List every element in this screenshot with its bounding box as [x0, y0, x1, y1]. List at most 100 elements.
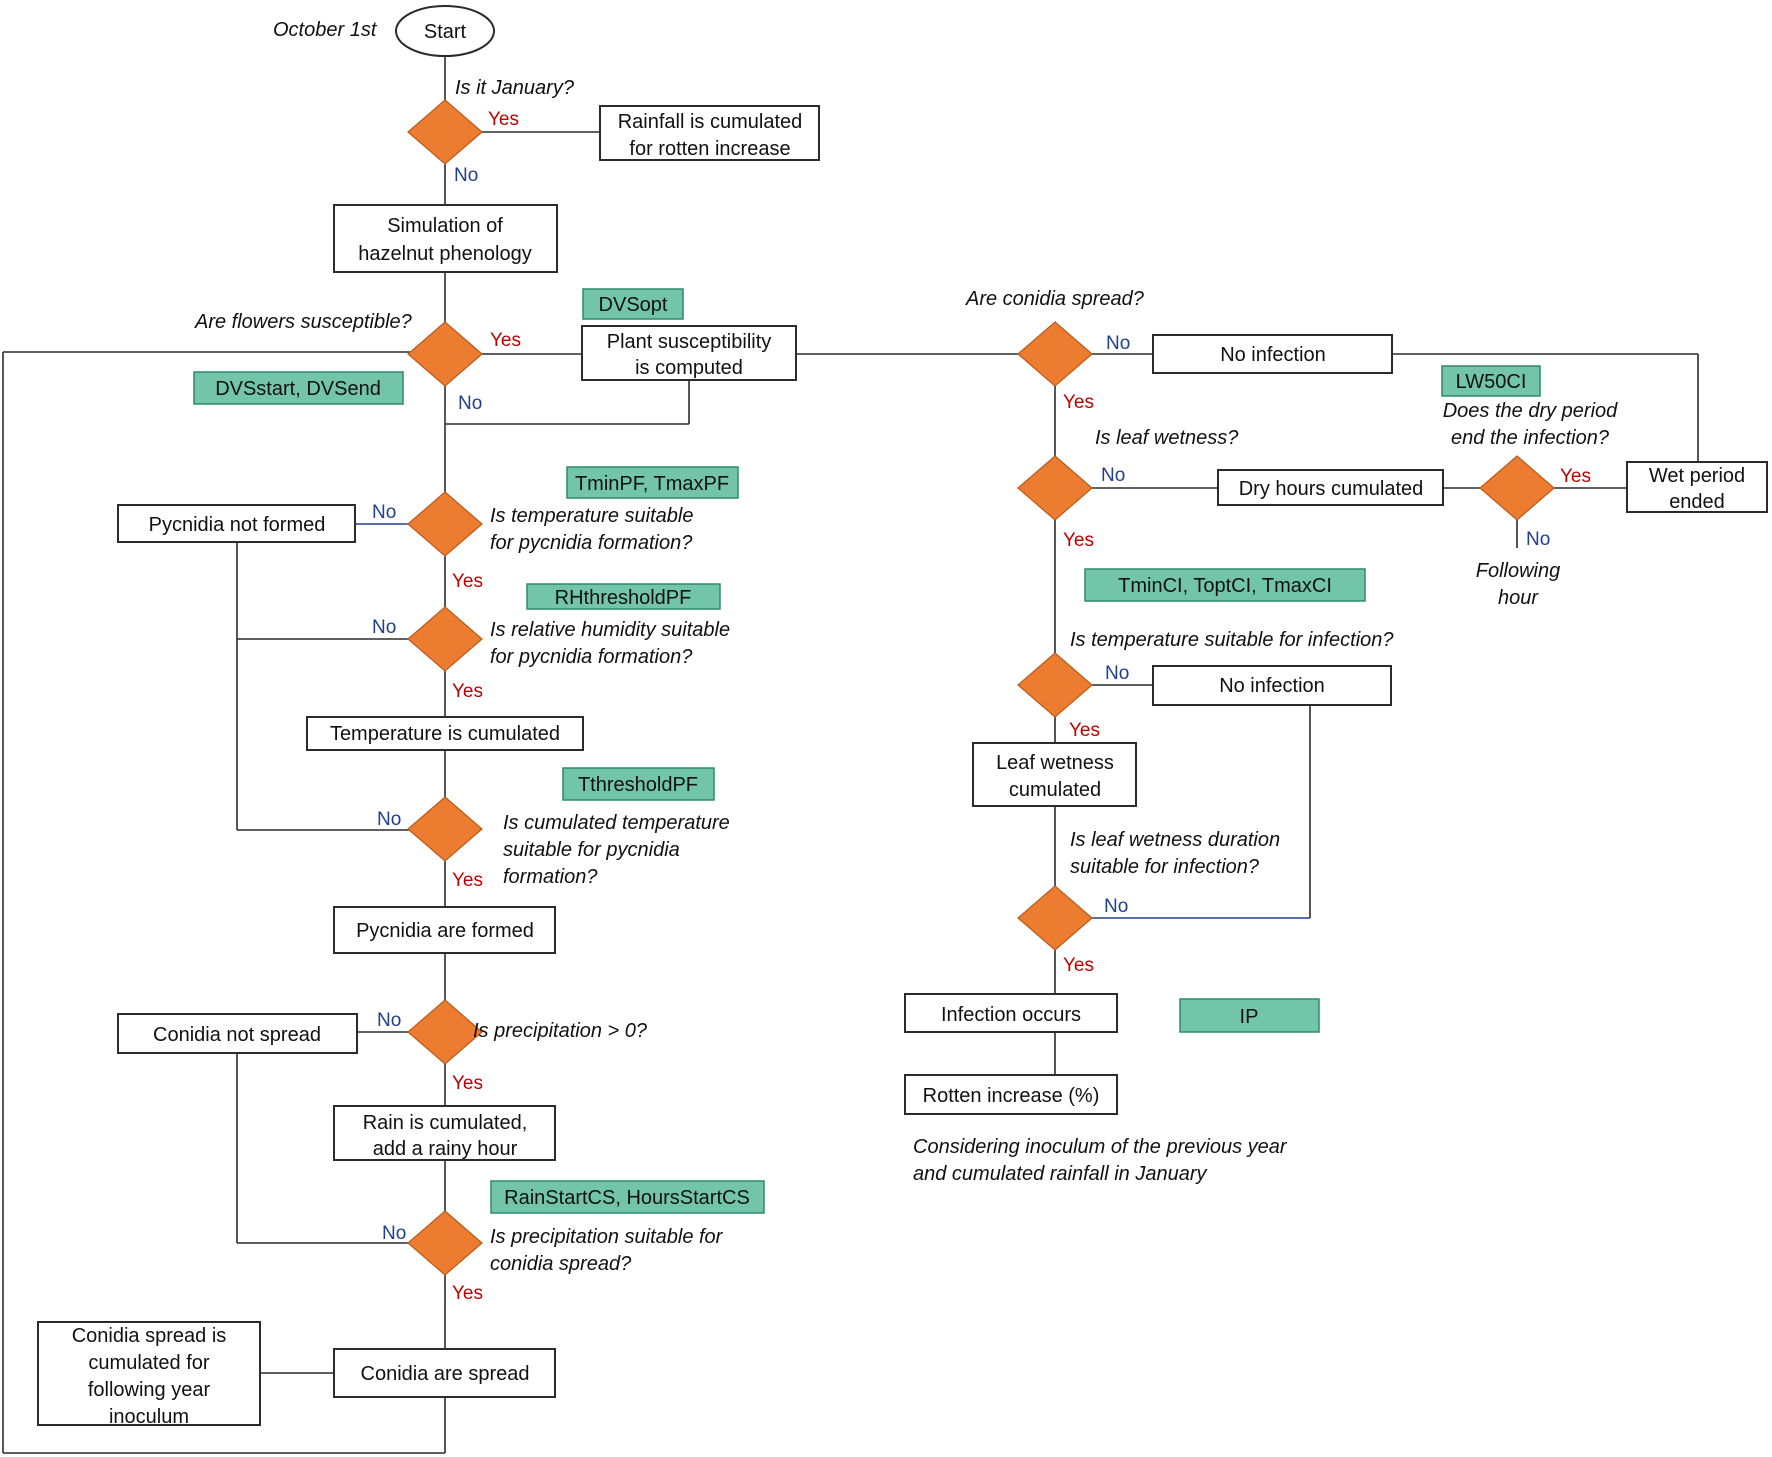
question-temperature-infection: Is temperature suitable for infection? — [1070, 629, 1394, 651]
line-1: Conidia are spread — [361, 1363, 530, 1385]
box-rotten-increase: Rotten increase (%) — [904, 1074, 1118, 1115]
svg-text:Considering inoculum of the pr: Considering inoculum of the previous yea… — [913, 1136, 1288, 1158]
box-pycnidia-not-formed: Pycnidia not formed — [117, 504, 356, 543]
param-rainstart-hoursstart: RainStartCS, HoursStartCS — [490, 1180, 765, 1214]
decision-dry-period — [1479, 455, 1555, 521]
question-precipitation: Is precipitation > 0? — [473, 1020, 648, 1042]
no-label: No — [372, 502, 396, 523]
line-1: No infection — [1220, 344, 1326, 366]
svg-text:end the infection?: end the infection? — [1451, 427, 1610, 449]
svg-text:cumulated: cumulated — [1009, 779, 1101, 801]
decision-precipitation — [407, 999, 483, 1065]
svg-text:for rotten increase: for rotten increase — [629, 138, 790, 160]
question-dry-period: Does the dry period end the infection? — [1443, 400, 1618, 449]
no-label: No — [1104, 896, 1128, 917]
line-1: Rain is cumulated, — [363, 1112, 528, 1134]
line-1: Simulation of — [387, 215, 503, 237]
box-conidia-not-spread: Conidia not spread — [117, 1013, 358, 1054]
svg-text:for pycnidia formation?: for pycnidia formation? — [490, 646, 693, 668]
svg-text:Following: Following — [1476, 560, 1560, 582]
no-label: No — [382, 1223, 406, 1244]
line-4: inoculum — [109, 1406, 189, 1428]
question-cumulated-temperature: Is cumulated temperature suitable for py… — [503, 812, 730, 888]
yes-label: Yes — [1560, 466, 1591, 487]
box-no-infection-top: No infection — [1152, 334, 1393, 374]
svg-text:RainStartCS, HoursStartCS: RainStartCS, HoursStartCS — [504, 1187, 750, 1209]
no-label: No — [1526, 529, 1550, 550]
question-leaf-wetness-duration: Is leaf wetness duration suitable for in… — [1070, 829, 1280, 878]
yes-label: Yes — [490, 330, 521, 351]
box-infection-occurs: Infection occurs — [904, 993, 1118, 1033]
yes-label: Yes — [1069, 720, 1100, 741]
box-wet-period-ended: Wet period ended — [1626, 461, 1768, 513]
param-dvsstart-dvsend: DVSstart, DVSend — [193, 371, 404, 405]
decision-temperature-infection — [1017, 652, 1093, 718]
svg-text:following year: following year — [88, 1379, 211, 1401]
label-following-hour: Following hour — [1476, 560, 1560, 609]
yes-label: Yes — [452, 571, 483, 592]
decision-january — [407, 99, 483, 165]
svg-text:Leaf wetness: Leaf wetness — [996, 752, 1114, 774]
line-1: Pycnidia are formed — [356, 920, 534, 942]
box-conidia-spread-cumulated: Conidia spread is cumulated for followin… — [37, 1321, 261, 1428]
svg-text:cumulated for: cumulated for — [88, 1352, 210, 1374]
question-leaf-wetness: Is leaf wetness? — [1095, 427, 1239, 449]
box-pycnidia-formed: Pycnidia are formed — [333, 906, 556, 954]
line-1: Plant susceptibility — [607, 331, 772, 353]
svg-text:hour: hour — [1498, 587, 1539, 609]
svg-text:formation?: formation? — [503, 866, 598, 888]
box-temperature-cumulated: Temperature is cumulated — [306, 716, 584, 751]
svg-text:Rain is cumulated,: Rain is cumulated, — [363, 1112, 528, 1134]
question-january: Is it January? — [455, 77, 575, 99]
yes-label: Yes — [452, 681, 483, 702]
line-1: Conidia not spread — [153, 1024, 321, 1046]
line-1: Dry hours cumulated — [1239, 478, 1424, 500]
line-3: following year — [88, 1379, 211, 1401]
decision-humidity-pycnidia — [407, 606, 483, 672]
no-label: No — [372, 617, 396, 638]
svg-text:suitable for pycnidia: suitable for pycnidia — [503, 839, 680, 861]
line-2: cumulated for — [88, 1352, 210, 1374]
svg-text:Conidia spread is: Conidia spread is — [72, 1325, 227, 1347]
question-conidia-spread: Are conidia spread? — [965, 288, 1145, 310]
line-1: Infection occurs — [941, 1004, 1081, 1026]
line-2: for rotten increase — [629, 138, 790, 160]
svg-text:Is precipitation suitable for: Is precipitation suitable for — [490, 1226, 724, 1248]
no-label: No — [377, 1010, 401, 1031]
svg-text:Plant susceptibility: Plant susceptibility — [607, 331, 772, 353]
line-2: hazelnut phenology — [358, 243, 531, 265]
yes-label: Yes — [452, 870, 483, 891]
box-dry-hours-cumulated: Dry hours cumulated — [1217, 469, 1444, 506]
svg-text:add a rainy hour: add a rainy hour — [373, 1138, 518, 1160]
svg-text:IP: IP — [1240, 1006, 1259, 1028]
box-rainfall-cumulated: Rainfall is cumulated for rotten increas… — [599, 105, 820, 161]
yes-label: Yes — [1063, 392, 1094, 413]
no-label: No — [458, 393, 482, 414]
start-node: Start — [395, 5, 495, 57]
no-label: No — [1106, 333, 1130, 354]
box-plant-susceptibility: Plant susceptibility is computed — [581, 325, 797, 381]
svg-text:Is temperature suitable: Is temperature suitable — [490, 505, 693, 527]
connector-lines — [2, 57, 1699, 1454]
svg-text:RHthresholdPF: RHthresholdPF — [555, 587, 692, 609]
question-flowers: Are flowers susceptible? — [194, 311, 413, 333]
svg-text:Wet period: Wet period — [1649, 465, 1745, 487]
svg-text:Is relative humidity suitable: Is relative humidity suitable — [490, 619, 730, 641]
svg-text:ended: ended — [1669, 491, 1725, 513]
svg-text:suitable for infection?: suitable for infection? — [1070, 856, 1260, 878]
svg-text:inoculum: inoculum — [109, 1406, 189, 1428]
no-label: No — [377, 809, 401, 830]
svg-text:TthresholdPF: TthresholdPF — [578, 774, 698, 796]
svg-text:is computed: is computed — [635, 357, 743, 379]
yes-no-labels: Yes No Yes No No Yes No Yes No Yes No Ye… — [372, 109, 1591, 1304]
line-1: Conidia spread is — [72, 1325, 227, 1347]
decision-leaf-wetness-duration — [1017, 885, 1093, 951]
svg-text:hazelnut phenology: hazelnut phenology — [358, 243, 531, 265]
line-1: Leaf wetness — [996, 752, 1114, 774]
svg-text:Is leaf wetness duration: Is leaf wetness duration — [1070, 829, 1280, 851]
yes-label: Yes — [452, 1283, 483, 1304]
note-inoculum: Considering inoculum of the previous yea… — [913, 1136, 1288, 1185]
svg-text:Does the dry period: Does the dry period — [1443, 400, 1618, 422]
line-1: Temperature is cumulated — [330, 723, 560, 745]
